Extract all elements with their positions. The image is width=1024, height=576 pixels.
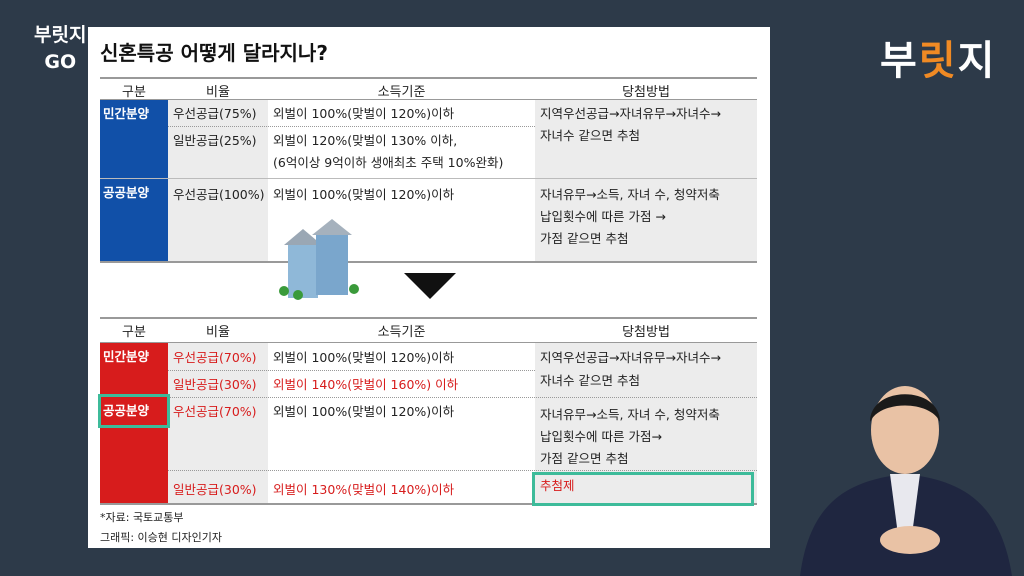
down-arrow-icon [404,273,456,299]
income-cell: 외벌이 100%(맞벌이 120%)이하 [273,350,455,365]
header-ratio: 비율 [206,85,230,100]
income-cell: (6억이상 9억이하 생애최초 주택 10%완화) [273,155,504,170]
income-cell: 외벌이 100%(맞벌이 120%)이하 [273,404,455,419]
header-ratio: 비율 [206,325,230,340]
method-cell: 납입횟수에 따른 가점→ [540,429,662,444]
income-cell: 외벌이 100%(맞벌이 120%)이하 [273,187,455,202]
income-cell: 외벌이 130%(맞벌이 140%)이하 [273,482,455,497]
method-cell: 납입횟수에 따른 가점 → [540,209,666,224]
ratio-cell: 우선공급(70%) [173,404,257,419]
brand-logo: 부릿지 [880,38,997,84]
credit-note: 그래픽: 이승현 디자인기자 [100,531,223,544]
slide-title: 신혼특공 어떻게 달라지나? [100,41,328,65]
method-cell-lottery: 추첨제 [540,478,575,493]
method-cell: 지역우선공급→자녀유무→자녀수→ [540,106,721,121]
table-after: 구분 비율 소득기준 당첨방법 민간분양 우선공급(70%) 외벌이 100%(… [98,317,757,506]
method-cell: 자녀유무→소득, 자녀 수, 청약저축 [540,407,720,422]
table-before: 구분 비율 소득기준 당첨방법 민간분양 공공분양 우선공급(75%) 외벌이 … [100,77,757,263]
source-note: *자료: 국토교통부 [100,511,184,524]
method-cell: 가점 같으면 추첨 [540,231,629,246]
presenter-image [800,386,1012,576]
header-category: 구분 [122,325,146,340]
header-income: 소득기준 [377,325,426,340]
income-cell: 외벌이 140%(맞벌이 160%) 이하 [273,377,459,392]
method-cell: 자녀수 같으면 추첨 [540,373,640,388]
ratio-cell: 일반공급(30%) [173,377,257,392]
method-cell: 자녀유무→소득, 자녀 수, 청약저축 [540,187,720,202]
ratio-cell: 일반공급(30%) [173,482,257,497]
income-cell: 외벌이 100%(맞벌이 120%)이하 [273,106,455,121]
slide: 신혼특공 어떻게 달라지나? 구분 비율 소득기준 당첨방법 민간분양 공공분양… [88,27,770,548]
header-income: 소득기준 [377,85,426,100]
category-public: 공공분양 [100,179,168,262]
ratio-cell: 우선공급(100%) [173,187,265,202]
category-public-highlighted: 공공분양 [98,394,170,428]
apartment-building-icon [279,219,359,300]
method-cell: 가점 같으면 추첨 [540,451,629,466]
method-cell: 지역우선공급→자녀유무→자녀수→ [540,350,721,365]
ratio-cell: 우선공급(75%) [173,106,257,121]
income-cell: 외벌이 120%(맞벌이 130% 이하, [273,133,458,148]
method-cell: 자녀수 같으면 추첨 [540,128,640,143]
highlight-box [532,472,754,506]
ratio-cell: 우선공급(70%) [173,350,257,365]
header-method: 당첨방법 [622,85,670,100]
ratio-cell: 일반공급(25%) [173,133,257,148]
category-private: 민간분양 [100,100,168,178]
channel-watermark: 부릿지 GO [34,24,87,73]
header-category: 구분 [122,85,146,100]
header-method: 당첨방법 [622,325,670,340]
